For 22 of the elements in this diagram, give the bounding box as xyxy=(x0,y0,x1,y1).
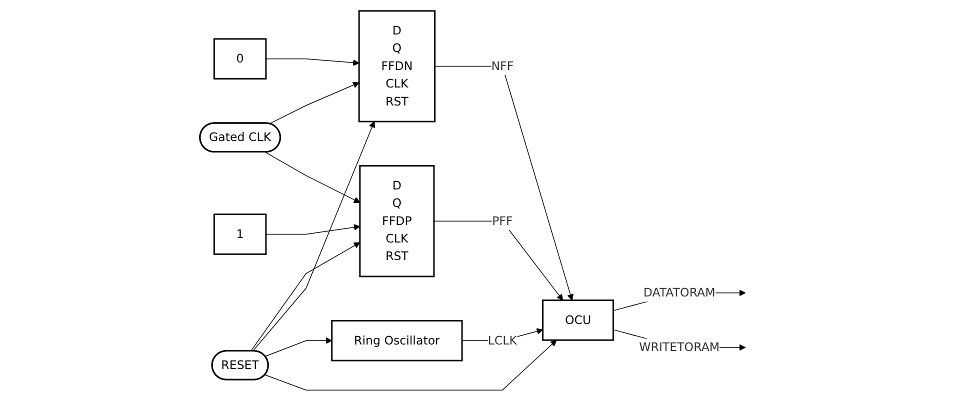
arrow xyxy=(268,82,360,124)
arrow xyxy=(264,340,556,390)
node-box xyxy=(358,10,436,122)
arrow xyxy=(264,152,360,203)
arrow xyxy=(265,224,360,235)
arrow xyxy=(434,66,574,301)
node-box xyxy=(330,320,462,362)
edge-label: PFF xyxy=(492,214,512,228)
arrow xyxy=(252,121,375,352)
node-box xyxy=(542,300,614,341)
block-diagram: NFF LCLK DATATORAM WRITETORAM PFF 0 D Q FFDN CLK RST 1 Ring Oscillator OCU Gated CLK D Q FFDP CLK RST RESET xyxy=(194,5,762,396)
edge-label: DATATORAM xyxy=(643,286,715,300)
edge-label: NFF xyxy=(490,58,514,73)
arrow xyxy=(250,242,360,352)
node-box xyxy=(213,38,266,80)
node-box xyxy=(358,165,434,278)
edge-label: WRITETORAM xyxy=(638,340,720,354)
node-box xyxy=(213,214,266,255)
edge-label: LCLK xyxy=(488,333,517,348)
arrow xyxy=(264,337,332,357)
arrow xyxy=(433,220,563,301)
arrow xyxy=(265,58,360,66)
